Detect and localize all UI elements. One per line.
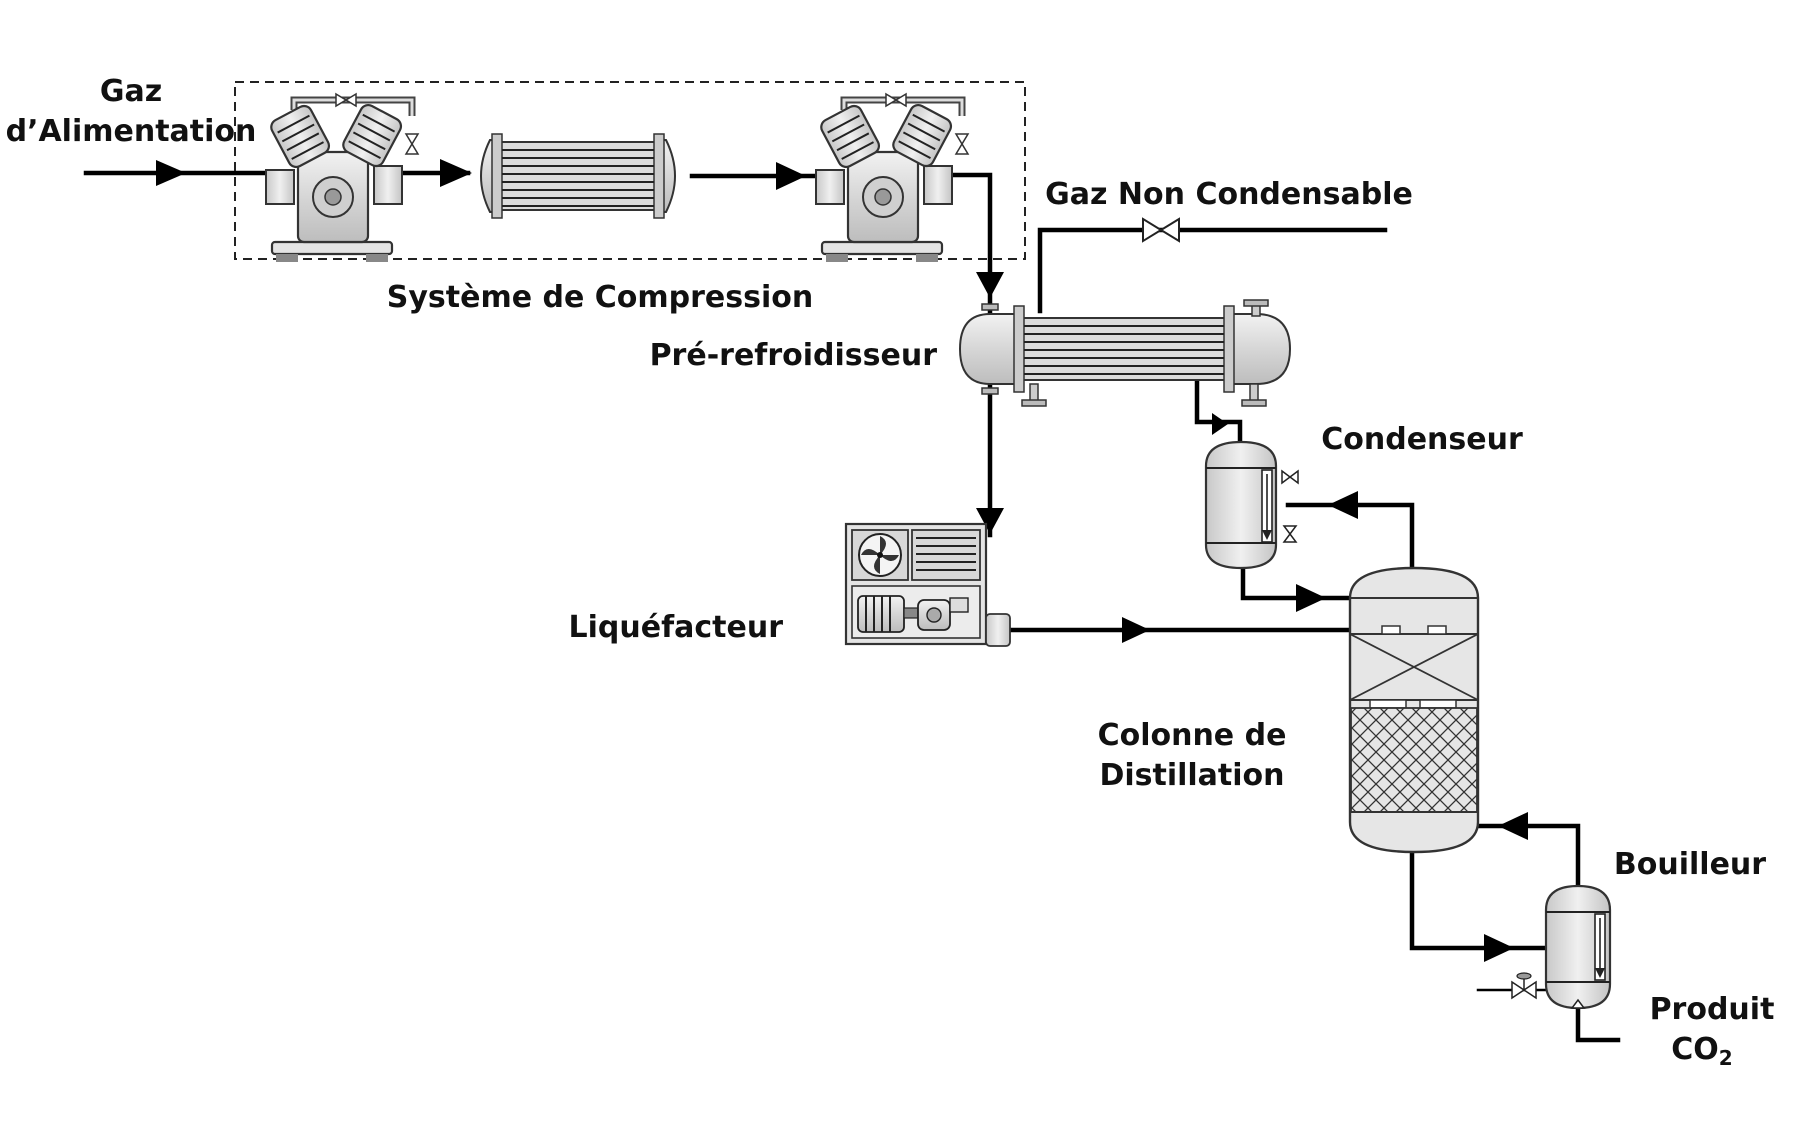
product-label-line1: Produit: [1650, 992, 1775, 1027]
product-subscript: 2: [1719, 1046, 1733, 1070]
condenser: [1204, 440, 1299, 570]
compression-system-boundary: [234, 81, 1026, 260]
intercooler: [480, 133, 676, 219]
flow-arrow-icon: [1328, 491, 1358, 519]
liquefier-label: Liquéfacteur: [569, 610, 784, 645]
heat-exchanger-icon: [480, 133, 676, 219]
flow-arrow-icon: [1484, 934, 1514, 962]
distillation-column: [1348, 566, 1480, 854]
flow-arrow-icon: [156, 160, 186, 186]
compressor-icon: [815, 92, 970, 262]
compression-system-label: Système de Compression: [387, 280, 814, 315]
labels: Gaz d’Alimentation Système de Compressio…: [6, 74, 1775, 1070]
column-label-line2: Distillation: [1099, 758, 1284, 793]
liquefier: [844, 522, 1011, 647]
product-pipe: [1575, 1007, 1621, 1043]
product-co-text: CO: [1671, 1032, 1719, 1067]
flow-arrow-icon: [1212, 413, 1228, 435]
vessel-icon: [1204, 440, 1278, 570]
flow-arrow-icon: [976, 508, 1004, 534]
flow-arrow-icon: [440, 159, 472, 187]
flow-arrow-icon: [976, 272, 1004, 298]
precooler-label: Pré-refroidisseur: [650, 338, 938, 373]
fan-icon: [858, 533, 902, 577]
compressor-2: [815, 92, 970, 262]
pipe-column-to-reboiler: [1409, 847, 1549, 951]
reboiler: [1511, 884, 1612, 1010]
level-gauge-icon: [1261, 469, 1273, 543]
flow-arrow-icon: [1296, 584, 1326, 612]
feed-gas-label-line1: Gaz: [100, 74, 162, 109]
flow-arrow-icon: [1122, 617, 1150, 643]
compressor-1: [265, 92, 420, 262]
valve-icon[interactable]: [1511, 972, 1537, 1000]
pipe-compressor2-to-precooler: [947, 172, 993, 315]
product-label-line2: CO2: [1671, 1032, 1732, 1070]
flow-arrow-icon: [1498, 812, 1528, 840]
feed-gas-label-line2: d’Alimentation: [6, 114, 257, 149]
compressor-icon: [265, 92, 420, 262]
motor-icon: [857, 595, 969, 633]
non-condensable-valve[interactable]: [1142, 217, 1180, 243]
heat-exchanger-icon: [958, 299, 1292, 407]
column-label-line1: Colonne de: [1098, 718, 1287, 753]
vessel-icon: [1544, 884, 1612, 1010]
non-condensable-pipe: [1037, 227, 1388, 314]
non-condensable-gas-label: Gaz Non Condensable: [1045, 177, 1413, 212]
reboiler-label: Bouilleur: [1614, 847, 1766, 882]
precooler: [958, 299, 1292, 407]
flow-arrows: [156, 159, 1528, 962]
flow-arrow-icon: [776, 162, 806, 190]
valve-icon: [1142, 217, 1180, 243]
condenser-label: Condenseur: [1321, 422, 1523, 457]
level-gauge-icon: [1594, 913, 1606, 981]
valve-icon: [1281, 469, 1299, 543]
